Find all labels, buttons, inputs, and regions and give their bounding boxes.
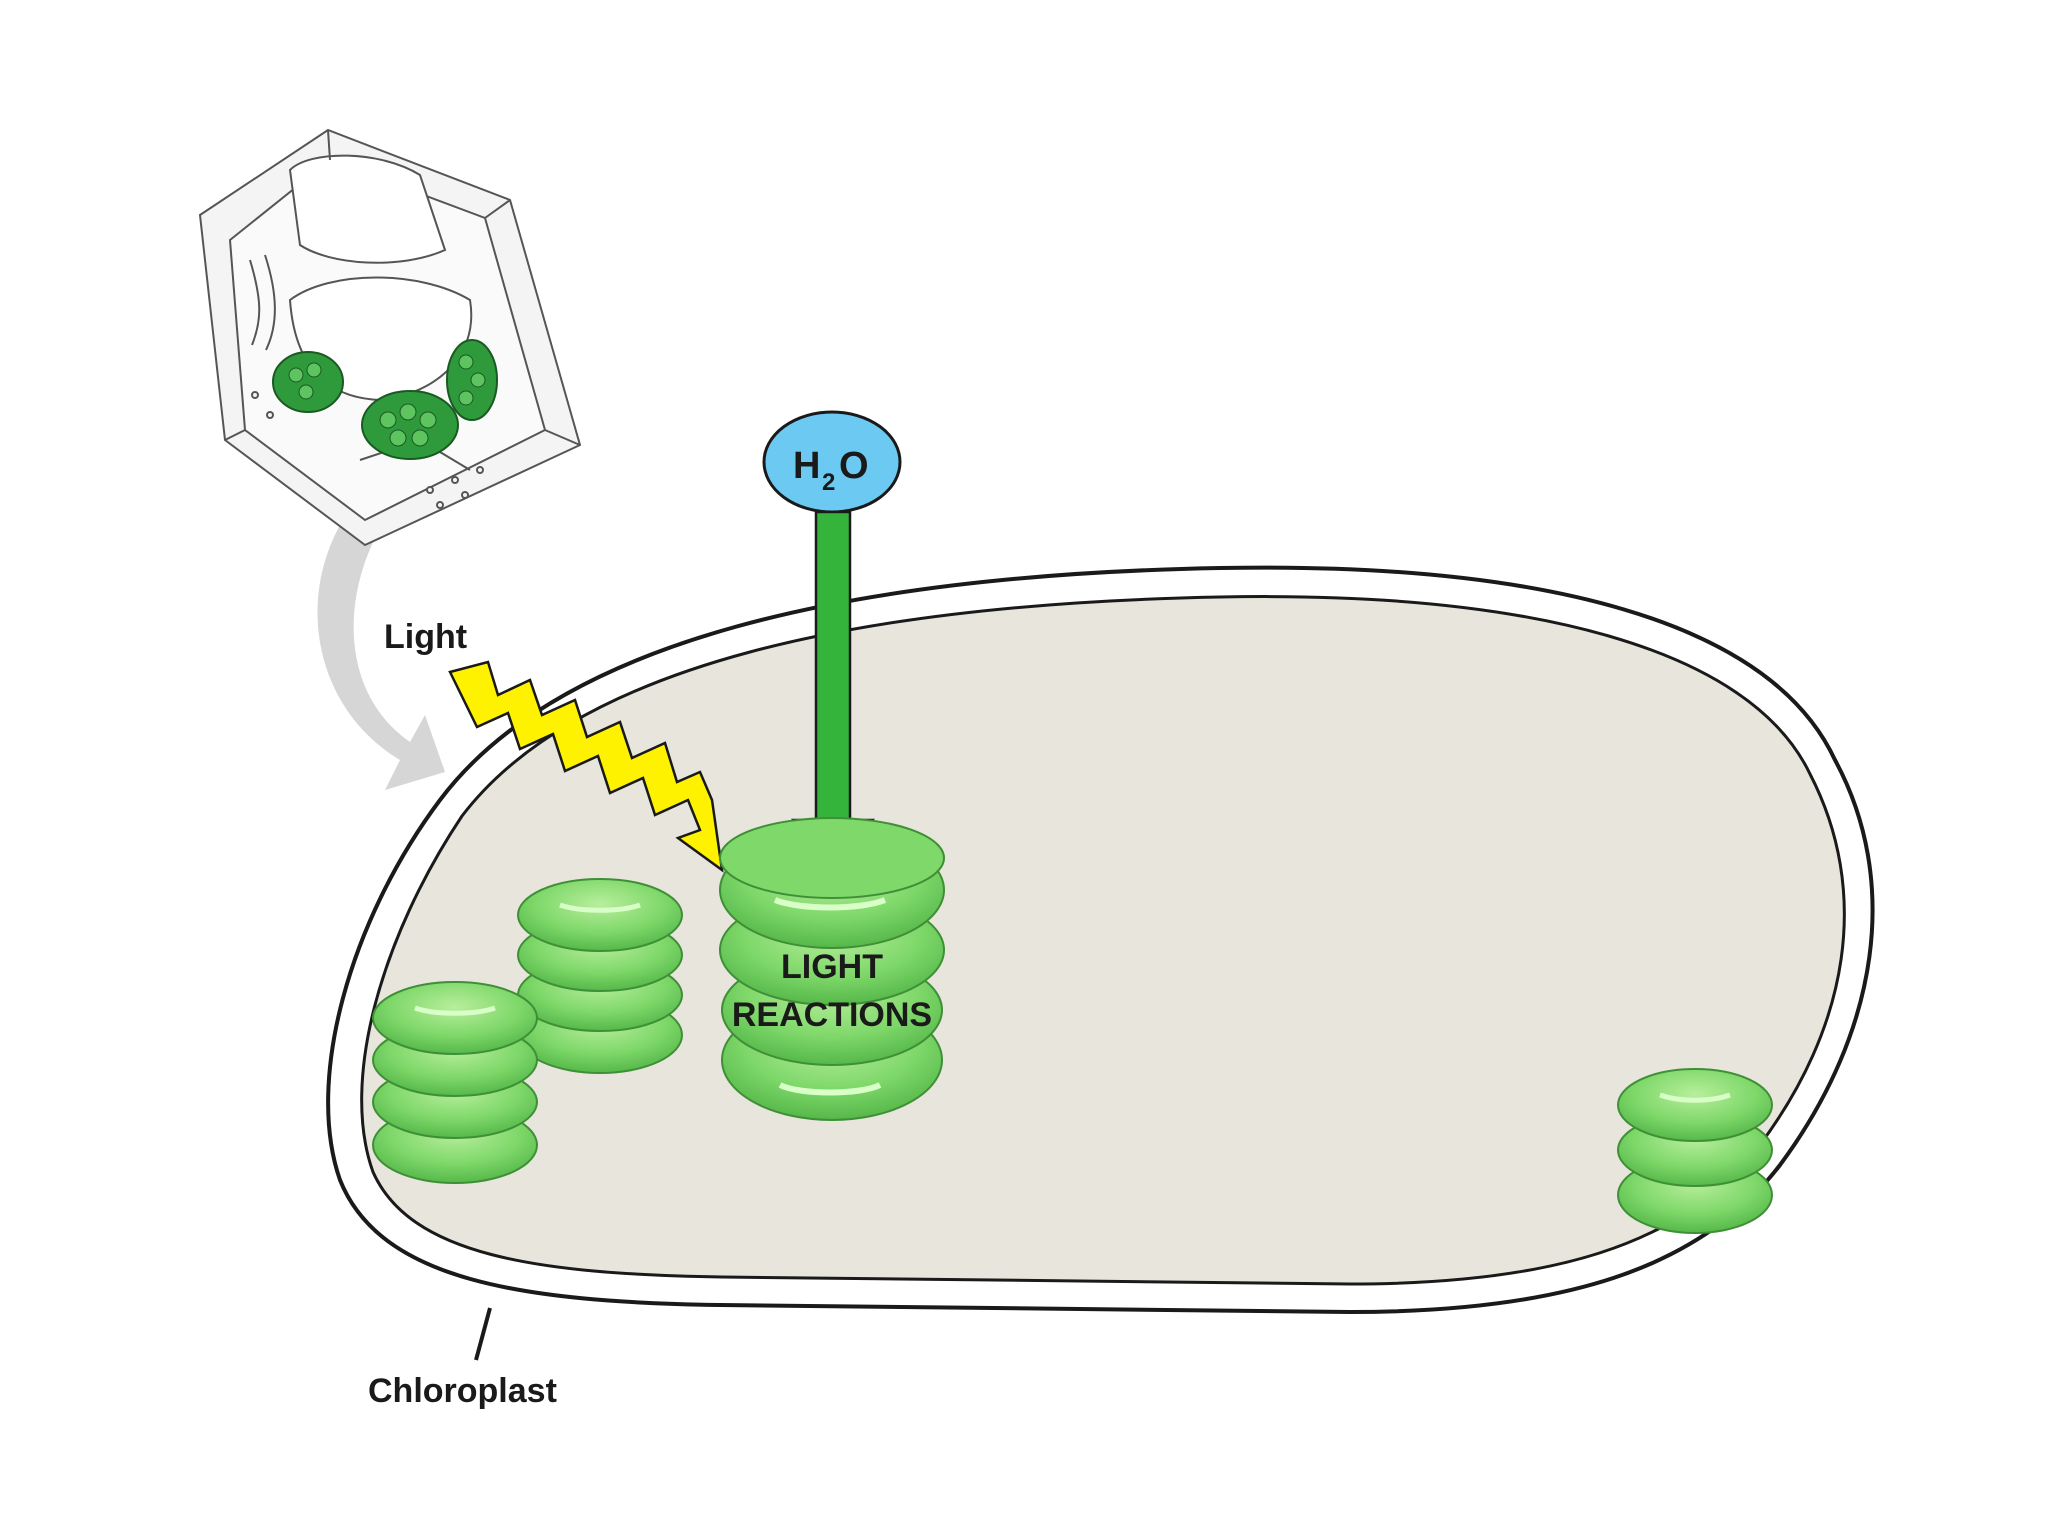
cell-chloroplast-icon	[272, 339, 498, 460]
h2o-bubble	[762, 410, 902, 514]
zoom-pointer-arrow-icon	[317, 480, 445, 790]
chloroplast-label: Chloroplast	[368, 1372, 557, 1410]
granum-left	[372, 981, 538, 1184]
h2o-label-o: O	[839, 445, 869, 487]
h2o-label-subscript: 2	[822, 469, 835, 496]
lightning-bolt-icon	[448, 660, 724, 873]
h2o-label-h: H	[793, 445, 820, 487]
light-reactions-label-line1: LIGHT	[781, 948, 883, 986]
granum-large	[719, 817, 945, 1121]
plant-cell-icon	[198, 128, 582, 547]
chloroplast-leader-line	[474, 1307, 492, 1361]
light-reactions-label-line2: REACTIONS	[732, 996, 932, 1034]
granum-right	[1617, 1068, 1773, 1234]
light-label: Light	[384, 618, 467, 656]
chloroplast	[326, 565, 1875, 1315]
granum-middle	[517, 878, 683, 1074]
